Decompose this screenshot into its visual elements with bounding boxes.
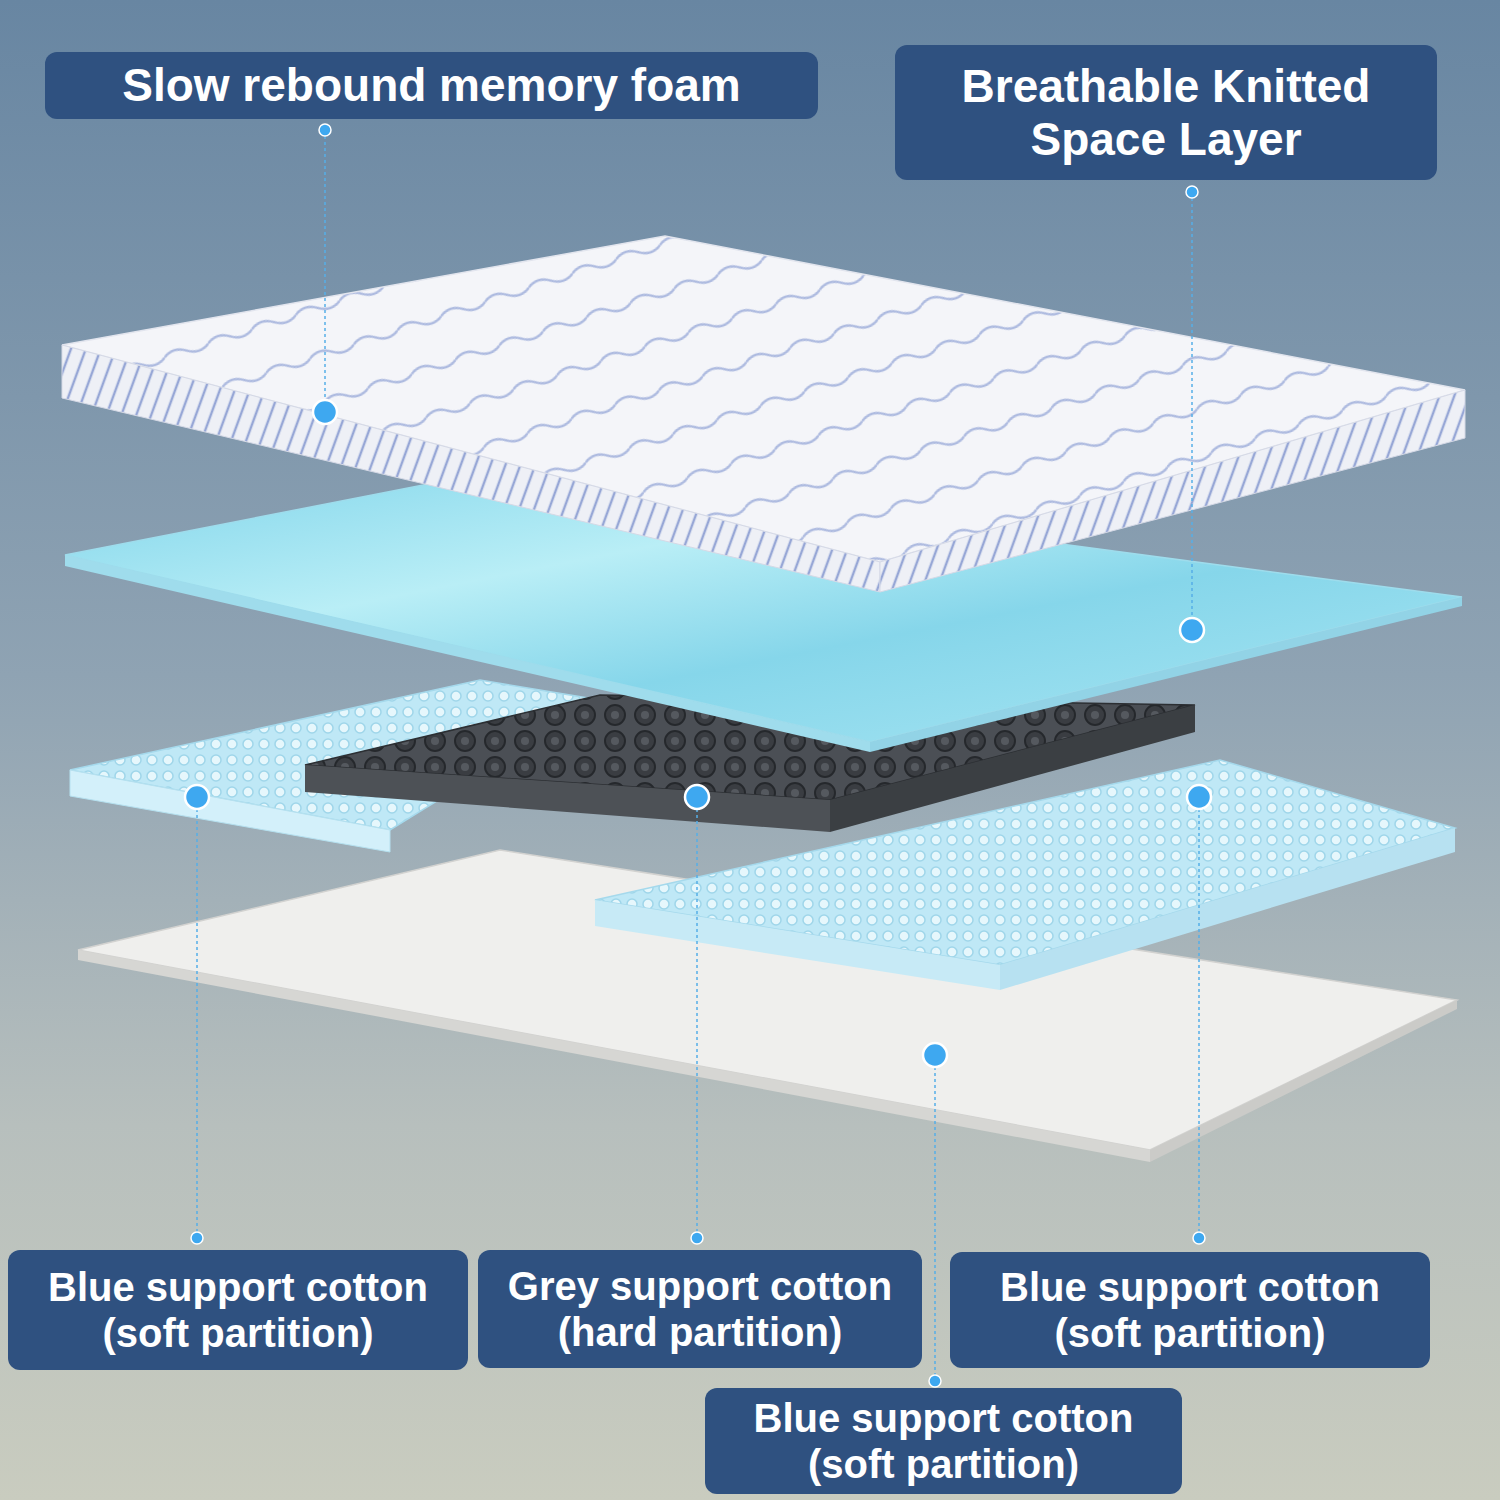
- callout-dot: [923, 1043, 947, 1067]
- leader-end-dot: [691, 1232, 703, 1244]
- callout-dot: [685, 785, 709, 809]
- callout-label: Blue support cotton (soft partition): [717, 1395, 1170, 1487]
- leader-end-dot: [319, 124, 331, 136]
- leader-line: [1191, 192, 1193, 630]
- base-sheet-edge: [1150, 1000, 1457, 1162]
- callout-dot: [185, 785, 209, 809]
- callout-dot: [1187, 785, 1211, 809]
- leader-line: [1198, 797, 1200, 1238]
- leader-end-dot: [929, 1375, 941, 1387]
- callout-label-box: Slow rebound memory foam: [45, 52, 818, 119]
- callout-label: Blue support cotton (soft partition): [962, 1264, 1418, 1356]
- leader-line: [196, 797, 198, 1238]
- hard-partition-edge: [305, 765, 830, 832]
- soft-partition-right-edge: [595, 900, 1000, 990]
- space-layer-edge: [870, 597, 1462, 752]
- leader-end-dot: [1193, 1232, 1205, 1244]
- memory-foam-side: [62, 345, 880, 592]
- callout-label: Slow rebound memory foam: [122, 59, 741, 112]
- callout-label: Grey support cotton (hard partition): [490, 1263, 910, 1355]
- callout-label: Breathable Knitted Space Layer: [907, 60, 1425, 166]
- leader-line: [324, 130, 326, 412]
- callout-dot: [1180, 618, 1204, 642]
- callout-label-box: Breathable Knitted Space Layer: [895, 45, 1437, 180]
- leader-end-dot: [1186, 186, 1198, 198]
- callout-label-box: Blue support cotton (soft partition): [705, 1388, 1182, 1494]
- leader-line: [696, 797, 698, 1238]
- callout-label-box: Blue support cotton (soft partition): [950, 1252, 1430, 1368]
- callout-label-box: Blue support cotton (soft partition): [8, 1250, 468, 1370]
- soft-partition-right-edge: [1000, 828, 1455, 990]
- space-layer-edge: [65, 555, 870, 752]
- memory-foam-top: [62, 236, 1465, 562]
- leader-end-dot: [191, 1232, 203, 1244]
- memory-foam-side: [880, 390, 1465, 592]
- callout-label: Blue support cotton (soft partition): [20, 1264, 456, 1356]
- leader-line: [934, 1055, 936, 1381]
- callout-label-box: Grey support cotton (hard partition): [478, 1250, 922, 1368]
- callout-dot: [313, 400, 337, 424]
